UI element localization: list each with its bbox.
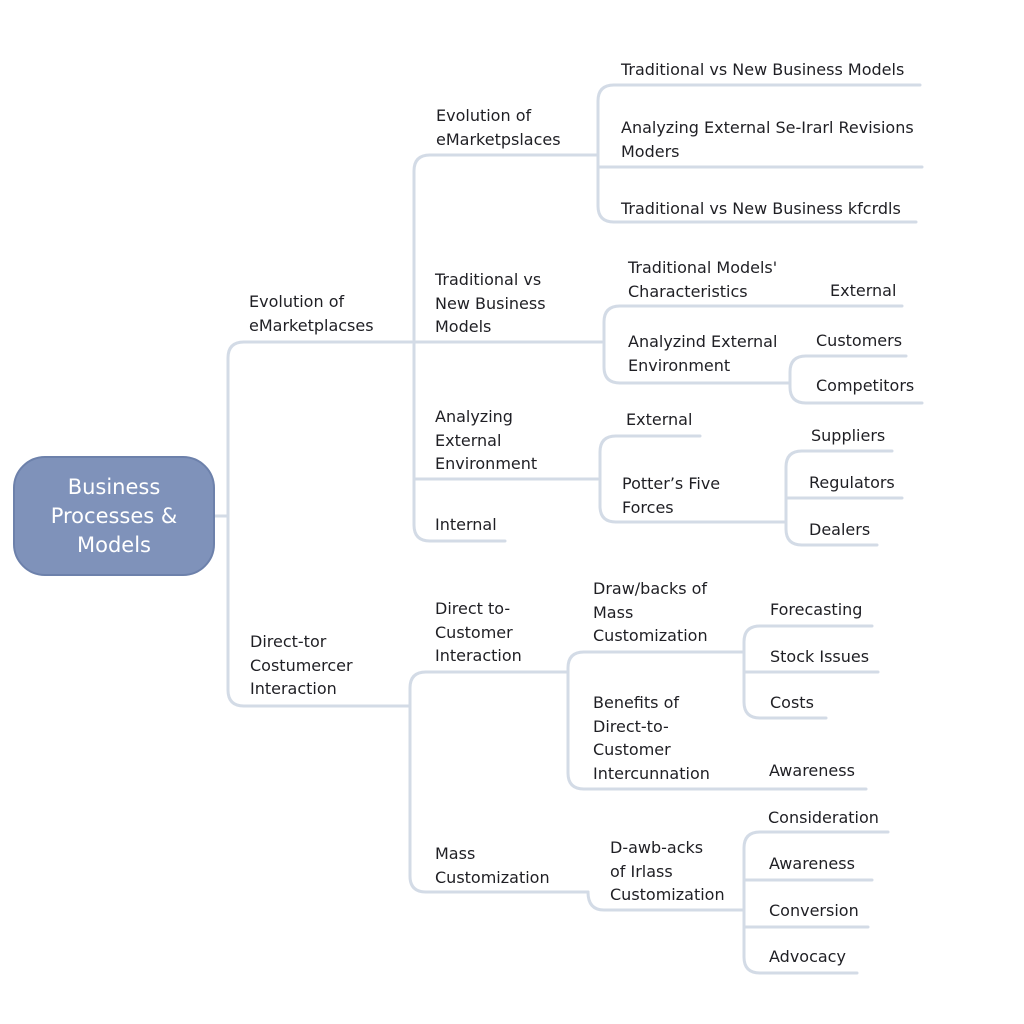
leaf-dealers[interactable]: Dealers [809,520,871,539]
leaf-conversion[interactable]: Conversion [769,901,859,920]
connector [596,83,616,224]
node-analyzing-external-environment[interactable]: Analyzind External Environment [628,332,778,375]
connector [742,830,762,975]
connector [788,354,808,405]
subtopic-internal[interactable]: Internal [435,515,497,534]
connector [412,153,432,543]
central-topic-label: Business Processes & Models [50,474,178,557]
connector [226,340,246,708]
connector [566,650,586,791]
connector [602,304,622,385]
node-benefits-of-direct-to-customer[interactable]: Benefits of Direct-to- Customer Intercun… [593,693,710,783]
leaf-competitors[interactable]: Competitors [816,376,915,395]
node-traditional-models-characteristics[interactable]: Traditional Models' Characteristics [628,258,778,301]
node-drawbacks-of-mass-customization-2[interactable]: D-awb-acks of Irlass Customization [610,838,725,904]
connector [586,890,746,912]
topic-evolution-of-emarketplaces[interactable]: Evolution of eMarketplacses [249,292,374,335]
leaf-awareness-2[interactable]: Awareness [769,854,855,873]
topic-direct-to-customer-interaction[interactable]: Direct-tor Costumercer Interaction [250,632,353,698]
leaf-analyzing-external-revisions[interactable]: Analyzing External Se-Irarl Revisions Mo… [621,118,914,161]
central-topic[interactable]: Business Processes & Models [13,456,215,576]
leaf-forecasting[interactable]: Forecasting [770,600,863,619]
leaf-advocacy[interactable]: Advocacy [769,947,846,966]
leaf-awareness[interactable]: Awareness [769,761,855,780]
leaf-costs[interactable]: Costs [770,693,814,712]
node-drawbacks-of-mass-customization[interactable]: Draw/backs of Mass Customization [593,579,708,645]
leaf-traditional-vs-new-business-models-2[interactable]: Traditional vs New Business kfcrdls [621,199,901,218]
subtopic-traditional-vs-new-business-models[interactable]: Traditional vs New Business Models [435,270,546,336]
node-porters-five-forces[interactable]: Potter’s Five Forces [622,474,721,517]
leaf-regulators[interactable]: Regulators [809,473,895,492]
leaf-external[interactable]: External [830,281,897,300]
leaf-external-2[interactable]: External [626,410,693,429]
leaf-customers[interactable]: Customers [816,331,903,350]
leaf-traditional-vs-new-business-models[interactable]: Traditional vs New Business Models [621,60,905,79]
leaf-consideration[interactable]: Consideration [768,808,879,827]
leaf-stock-issues[interactable]: Stock Issues [770,647,870,666]
subtopic-mass-customization[interactable]: Mass Customization [435,844,550,887]
subtopic-analyzing-external-environment[interactable]: Analyzing External Environment [435,407,538,473]
connector [598,434,618,524]
leaf-suppliers[interactable]: Suppliers [811,426,886,445]
subtopic-direct-to-customer-interaction[interactable]: Direct to- Customer Interaction [435,599,522,665]
connector [408,670,428,894]
subtopic-evolution-of-emarketplaces[interactable]: Evolution of eMarketpslaces [436,106,561,149]
